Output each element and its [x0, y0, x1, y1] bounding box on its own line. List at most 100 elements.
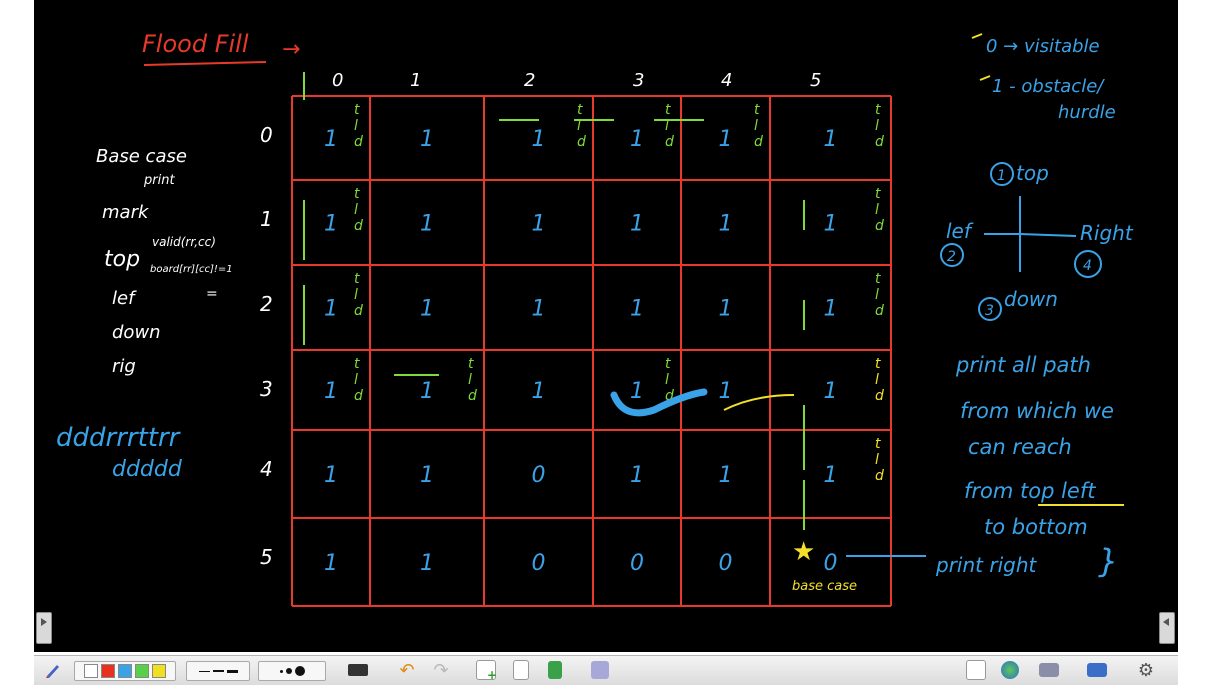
pen-color-yellow[interactable] [152, 664, 166, 678]
redo-icon[interactable]: ↷ [433, 659, 449, 681]
compass-right-num: 4 [1083, 258, 1092, 274]
grid-cell: 1 [630, 379, 644, 404]
base-case-label: base case [792, 579, 857, 594]
direction-mark: d [665, 388, 674, 404]
base-case-star: ★ [792, 537, 815, 567]
pen-color-green[interactable] [135, 664, 149, 678]
grid-cell: 1 [420, 551, 434, 576]
left-rail [0, 0, 34, 684]
direction-mark: t [354, 102, 360, 118]
pen-color-red[interactable] [101, 664, 115, 678]
column-header-2: 2 [524, 70, 535, 91]
column-header-5: 5 [810, 70, 821, 91]
note-equals: = [206, 286, 218, 302]
direction-mark: t [665, 356, 671, 372]
dot-size-icon [258, 661, 326, 681]
direction-mark: l [875, 202, 879, 218]
direction-mark: l [354, 202, 358, 218]
pen-color-white[interactable] [84, 664, 98, 678]
direction-mark: d [875, 303, 884, 319]
compass-down: down [1004, 287, 1058, 311]
pen-icon[interactable] [42, 661, 64, 679]
grid-cell: 1 [324, 463, 338, 488]
screen-icon[interactable] [1084, 661, 1110, 679]
left-panel-toggle[interactable] [36, 612, 52, 644]
description-brace: } [1098, 542, 1118, 580]
dot-large[interactable] [294, 666, 305, 676]
compass-right: Right [1080, 221, 1134, 245]
undo-icon[interactable]: ↶ [399, 659, 415, 681]
column-header-1: 1 [410, 70, 421, 91]
grid-cell: 1 [630, 297, 644, 322]
grid-cell: 1 [324, 297, 338, 322]
yellow-curve [723, 394, 795, 411]
note-board-check: board[rr][cc]!=1 [150, 264, 233, 275]
column-header-3: 3 [633, 70, 644, 91]
direction-mark: l [468, 372, 472, 388]
line-thin[interactable] [198, 670, 210, 672]
print-right-label: print right [935, 553, 1038, 577]
column-headers: 0 1 2 3 4 5 [332, 70, 821, 91]
direction-mark: t [875, 186, 881, 202]
row-header-4: 4 [260, 457, 273, 481]
grid-cell: 1 [630, 463, 644, 488]
eraser-icon[interactable] [588, 661, 612, 679]
direction-mark: d [875, 134, 884, 150]
row-header-3: 3 [260, 377, 273, 401]
direction-mark: d [875, 468, 884, 484]
row-header-5: 5 [260, 545, 273, 569]
line-thick[interactable] [226, 669, 238, 673]
line-medium[interactable] [212, 670, 224, 672]
direction-mark: l [875, 118, 879, 134]
row-header-0: 0 [260, 123, 273, 147]
direction-mark: t [468, 356, 474, 372]
line-style-icon [186, 661, 250, 681]
dot-medium[interactable] [285, 668, 292, 674]
edit-icon[interactable] [964, 660, 988, 680]
grid-cell: 0 [630, 551, 644, 576]
direction-mark: t [665, 102, 671, 118]
column-header-0: 0 [332, 70, 343, 91]
direction-mark: d [754, 134, 763, 150]
grid-cell: 1 [532, 379, 546, 404]
grid-cell: 0 [824, 551, 838, 576]
direction-mark: d [354, 303, 363, 319]
title-underline [143, 61, 267, 66]
column-header-4: 4 [721, 70, 732, 91]
legend-mark-one [979, 75, 991, 81]
direction-mark: l [665, 372, 669, 388]
description-line-4: from top left [964, 479, 1096, 503]
dot-small[interactable] [279, 669, 283, 673]
direction-mark: t [875, 102, 881, 118]
direction-mark: l [354, 118, 358, 134]
board-title: Flood Fill [142, 30, 249, 58]
direction-mark: d [577, 134, 586, 150]
grid-cell: 1 [532, 127, 546, 152]
row-header-1: 1 [260, 207, 273, 231]
grid-cell: 1 [324, 551, 338, 576]
compass-left-num: 2 [947, 249, 956, 265]
grid-cell: 1 [630, 212, 644, 237]
right-panel-toggle[interactable] [1159, 612, 1175, 644]
export-icon[interactable] [544, 661, 566, 679]
page-icon[interactable] [510, 660, 532, 680]
folder-icon[interactable] [1036, 661, 1062, 679]
settings-icon[interactable]: ⚙ [1137, 659, 1155, 681]
description-line-5: to bottom [984, 515, 1088, 539]
direction-mark: t [875, 436, 881, 452]
compass-left: lef [946, 219, 974, 243]
add-page-icon[interactable]: + [474, 660, 498, 682]
grid-cell: 1 [824, 297, 838, 322]
globe-icon[interactable] [998, 661, 1022, 679]
pen-color-blue[interactable] [118, 664, 132, 678]
grid-cell: 1 [824, 463, 838, 488]
grid-cell: 1 [420, 297, 434, 322]
direction-mark: d [665, 134, 674, 150]
grid-cell: 0 [719, 551, 733, 576]
grid-cell: 1 [420, 379, 434, 404]
grid-cell: 1 [824, 127, 838, 152]
keyboard-icon[interactable] [346, 661, 370, 679]
direction-mark: l [354, 372, 358, 388]
note-top: top [104, 247, 140, 272]
